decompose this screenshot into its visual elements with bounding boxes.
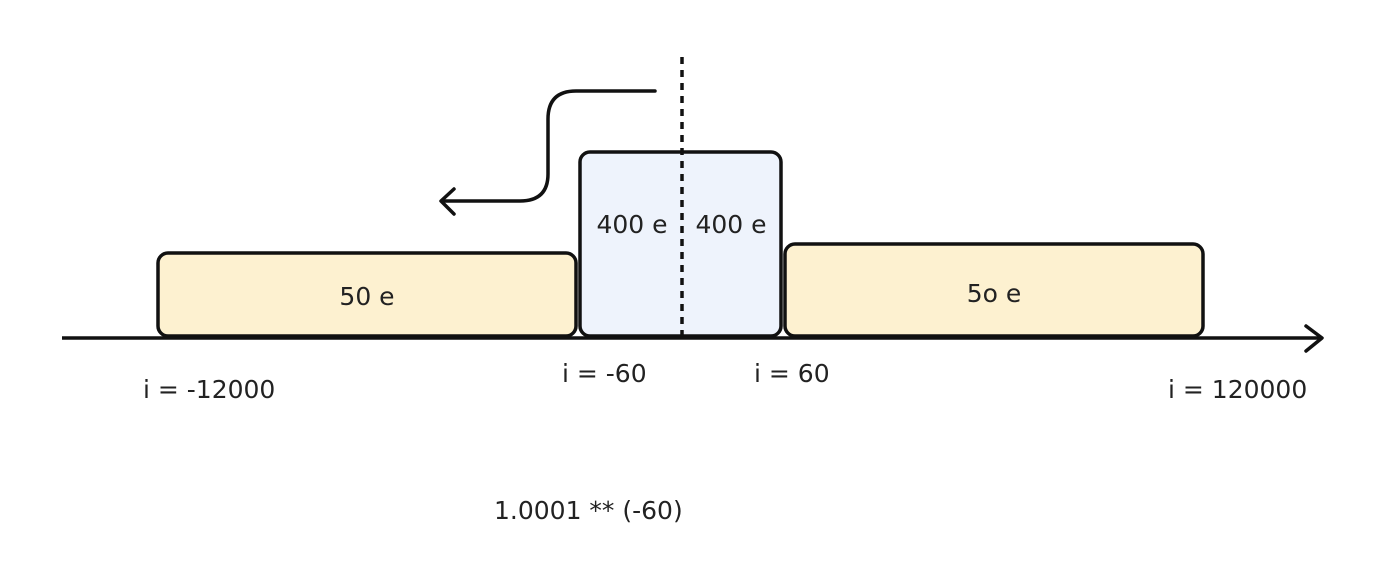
tick-label-center-low: i = -60 [562,359,647,388]
price-move-path [441,89,657,203]
arrow-right-icon [1304,324,1324,353]
tick-label-left-end: i = -12000 [143,375,275,404]
liquidity-block-left [156,251,578,338]
liquidity-block-right [783,242,1205,338]
tick-label-center-high: i = 60 [754,359,830,388]
liquidity-label-center-right: 400 e [695,210,766,239]
price-formula: 1.0001 ** (-60) [494,496,683,525]
tick-label-right-end: i = 120000 [1168,375,1307,404]
liquidity-label-right: 5o e [967,279,1022,308]
arrow-left-icon [439,187,456,216]
liquidity-label-center-left: 400 e [596,210,667,239]
liquidity-label-left: 50 e [339,282,394,311]
